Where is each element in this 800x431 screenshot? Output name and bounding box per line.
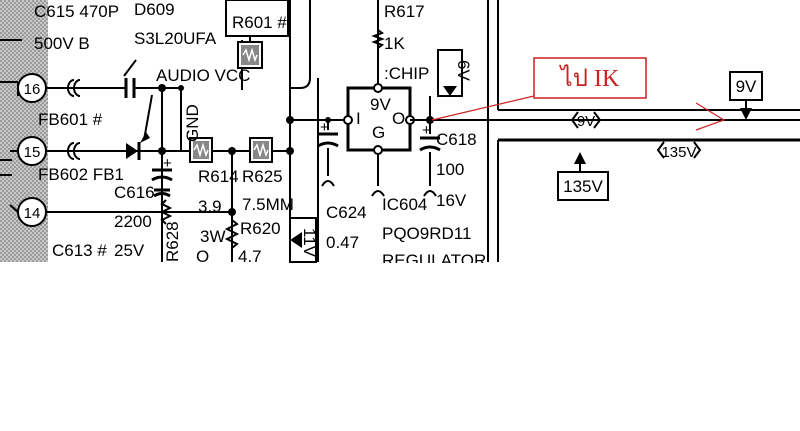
- r617-value: 1K: [384, 34, 405, 53]
- c615-label: C615 470P: [34, 2, 119, 21]
- ferrite-bead-fb602: [67, 142, 81, 160]
- ic604-label: IC604: [382, 195, 427, 214]
- svg-text:+: +: [422, 122, 431, 139]
- connector-pin-16: 16: [17, 73, 47, 103]
- d609-part: S3L20UFA: [134, 29, 217, 48]
- chip-label: :CHIP: [384, 64, 429, 83]
- svg-text:+: +: [320, 119, 329, 136]
- capacitor-c618: +: [419, 120, 441, 197]
- rail-135v-arrow: 135V: [656, 141, 702, 161]
- resistor-r625: [249, 137, 273, 163]
- blank-area: [0, 263, 800, 431]
- c613-label: C613 #: [52, 241, 107, 260]
- pin-14-label: 14: [24, 205, 41, 222]
- resistor-r601: [225, 0, 289, 69]
- flag-135v-label: 135V: [563, 177, 603, 196]
- reg-gnd-label: G: [372, 123, 385, 142]
- diode-d609: [126, 94, 162, 160]
- r620-value: 4.7: [238, 247, 262, 266]
- audio-vcc-label: AUDIO VCC: [156, 66, 250, 85]
- rail-9v-text: 9V: [577, 113, 595, 130]
- r625-value: 7.5MM: [242, 195, 294, 214]
- annotation-text: ไป IK: [559, 64, 620, 92]
- reg-input-label: I: [356, 109, 361, 128]
- rail-135v-text: 135V: [661, 144, 696, 161]
- o-mark: O: [196, 247, 209, 266]
- v11-label: 11V: [300, 228, 319, 258]
- connector-pin-15: 15: [17, 136, 47, 166]
- c618-label: C618: [436, 130, 477, 149]
- v6-label: 6V: [454, 60, 473, 81]
- voltage-flag-6v: 6V: [437, 49, 473, 97]
- rail-9v-arrow: 9V: [570, 111, 602, 130]
- r628-label: R628: [163, 221, 182, 262]
- r614-watt: 3W: [200, 227, 226, 246]
- connector-pin-14: 14: [17, 197, 47, 227]
- r625-label: R625: [242, 167, 283, 186]
- capacitor-c616b: [153, 188, 171, 198]
- ferrite-bead-fb601: [67, 79, 81, 97]
- r620-label: R620: [240, 219, 281, 238]
- fb601-label: FB601 #: [38, 110, 103, 129]
- ic604-part: PQO9RD11: [382, 224, 471, 243]
- pin-16-label: 16: [24, 81, 41, 98]
- c616-plus: +: [163, 155, 172, 172]
- c616-label: C616: [114, 183, 155, 202]
- reg-9v-label: 9V: [370, 95, 391, 114]
- r617-label: R617: [384, 2, 425, 21]
- capacitor-c615: [123, 59, 162, 98]
- fb602-label: FB602 FB1: [38, 165, 124, 184]
- pin-15-label: 15: [24, 144, 41, 161]
- capacitor-c616: +: [151, 155, 173, 182]
- gnd-label: GND: [183, 104, 202, 142]
- c615-rating: 500V B: [34, 34, 90, 53]
- r601-label: R601 #: [232, 13, 287, 32]
- annotation-arrow-icon: [695, 102, 726, 131]
- voltage-flag-135v: 135V: [557, 152, 609, 201]
- resistor-r614: [189, 137, 213, 163]
- c618-voltage: 16V: [436, 191, 467, 210]
- voltage-flag-9v: 9V: [729, 71, 763, 120]
- d609-label: D609: [134, 0, 175, 19]
- r614-value: 3.9: [198, 197, 222, 216]
- annotation-box: [533, 57, 647, 99]
- c618-value: 100: [436, 160, 464, 179]
- c616-value: 2200: [114, 212, 152, 231]
- voltage-flag-11v: 11V: [289, 217, 319, 263]
- capacitor-c624: +: [317, 119, 339, 187]
- regulator-ic604: 9V I O G: [343, 83, 415, 155]
- c624-label: C624: [326, 203, 367, 222]
- reg-output-label: O: [392, 109, 405, 128]
- red-annotation: ไป IK: [431, 57, 726, 131]
- annotation-pointer: [431, 95, 535, 121]
- flag-9v-label: 9V: [736, 77, 757, 96]
- r614-label: R614: [198, 167, 239, 186]
- c613-value: 25V: [114, 241, 145, 260]
- c624-value: 0.47: [326, 233, 359, 252]
